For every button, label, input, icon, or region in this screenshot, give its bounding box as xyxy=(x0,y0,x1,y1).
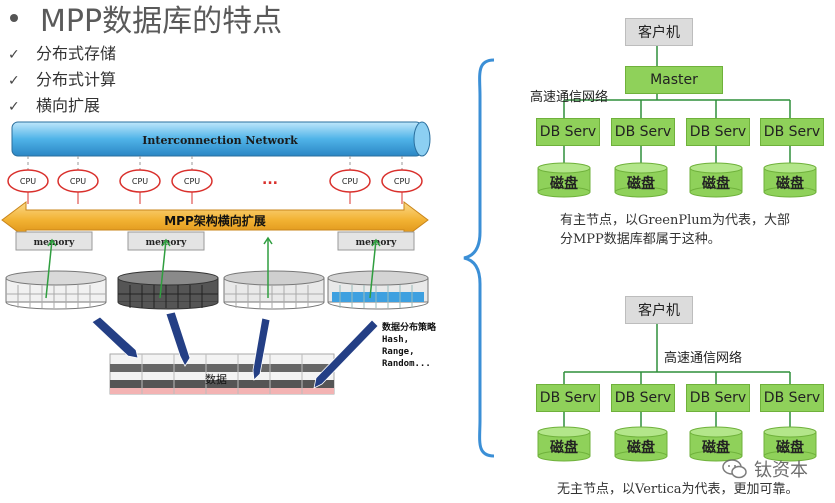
mpp-architecture-diagram: Interconnection Network CPU CPU CPU CPU … xyxy=(1,121,437,395)
network-label: Interconnection Network xyxy=(142,134,298,147)
storage-disk xyxy=(327,270,429,310)
disk-icon xyxy=(689,426,743,462)
data-flow-arrows xyxy=(45,236,381,299)
title-bullet-dot xyxy=(10,13,18,22)
disk-label: 磁盘 xyxy=(776,176,804,192)
page-title: MPP数据库的特点 xyxy=(10,0,282,40)
disk-label: 磁盘 xyxy=(550,440,578,456)
strategy-item: Range, xyxy=(382,347,415,357)
client-node: 客户机 xyxy=(625,18,693,46)
check-icon: ✓ xyxy=(8,99,20,115)
cpu-down-links xyxy=(27,192,403,204)
watermark: 钛资本 xyxy=(722,456,808,482)
caption-line: 有主节点，以GreenPlum为代表，大部 xyxy=(560,213,790,228)
cpu-label: CPU xyxy=(184,177,200,186)
watermark-text: 钛资本 xyxy=(754,460,808,481)
distribution-arrows xyxy=(91,311,379,389)
cpu-label: CPU xyxy=(20,177,36,186)
interconnection-network-pipe xyxy=(11,121,431,157)
db-server-node: DB Serv xyxy=(536,118,600,146)
disk-label: 磁盘 xyxy=(550,176,578,192)
ellipsis-label: ... xyxy=(262,172,278,188)
bullet-label: 分布式存储 xyxy=(36,44,117,63)
disk-icon xyxy=(763,162,817,198)
bullet-item: ✓ 分布式存储 xyxy=(8,40,116,64)
storage-disk xyxy=(5,270,107,310)
network-label: 高速通信网络 xyxy=(530,90,609,105)
cpu-label: CPU xyxy=(394,177,410,186)
storage-disk xyxy=(223,270,325,310)
check-icon: ✓ xyxy=(8,73,20,89)
db-server-node: DB Serv xyxy=(536,384,600,412)
check-icon: ✓ xyxy=(8,47,20,63)
pipe-cpu-links xyxy=(27,156,403,170)
disk-icon xyxy=(537,426,591,462)
db-server-node: DB Serv xyxy=(760,118,824,146)
bullet-label: 横向扩展 xyxy=(36,96,101,115)
disk-label: 磁盘 xyxy=(627,440,655,456)
caption-line: 无主节点，以Vertica为代表，更加可靠。 xyxy=(557,482,799,497)
db-server-node: DB Serv xyxy=(686,384,750,412)
master-diagram-connectors xyxy=(537,44,817,198)
db-server-node: DB Serv xyxy=(760,384,824,412)
disk-label: 磁盘 xyxy=(702,440,730,456)
memory-box xyxy=(15,231,93,251)
db-server-node: DB Serv xyxy=(686,118,750,146)
storage-disk xyxy=(117,270,219,310)
bullet-item: ✓ 横向扩展 xyxy=(8,92,100,116)
data-table xyxy=(109,353,335,395)
cpu-label: CPU xyxy=(132,177,148,186)
disk-label: 磁盘 xyxy=(627,176,655,192)
network-label: 高速通信网络 xyxy=(664,351,743,366)
disk-icon xyxy=(537,162,591,198)
arrow-label: MPP架构横向扩展 xyxy=(164,213,266,228)
strategy-item: Random... xyxy=(382,359,431,369)
disk-label: 磁盘 xyxy=(776,440,804,456)
title-text: MPP数据库的特点 xyxy=(40,4,283,39)
disk-label: 磁盘 xyxy=(702,176,730,192)
curly-brace xyxy=(463,58,495,458)
data-label: 数据 xyxy=(205,372,227,386)
strategy-item: Hash, xyxy=(382,335,409,345)
strategy-title: 数据分布策略 xyxy=(382,321,437,333)
disk-icon xyxy=(614,162,668,198)
disk-icon xyxy=(689,162,743,198)
caption-line: 分MPP数据库都属于这种。 xyxy=(560,232,721,247)
master-node: Master xyxy=(625,66,723,94)
wechat-icon xyxy=(722,459,747,479)
cpu-label: CPU xyxy=(70,177,86,186)
masterless-diagram-connectors xyxy=(537,324,817,462)
db-server-node: DB Serv xyxy=(611,384,675,412)
disk-icon xyxy=(614,426,668,462)
client-node: 客户机 xyxy=(625,296,693,324)
disk-icon xyxy=(763,426,817,462)
bullet-label: 分布式计算 xyxy=(36,70,117,89)
db-server-node: DB Serv xyxy=(611,118,675,146)
bullet-item: ✓ 分布式计算 xyxy=(8,66,116,90)
cpu-label: CPU xyxy=(342,177,358,186)
